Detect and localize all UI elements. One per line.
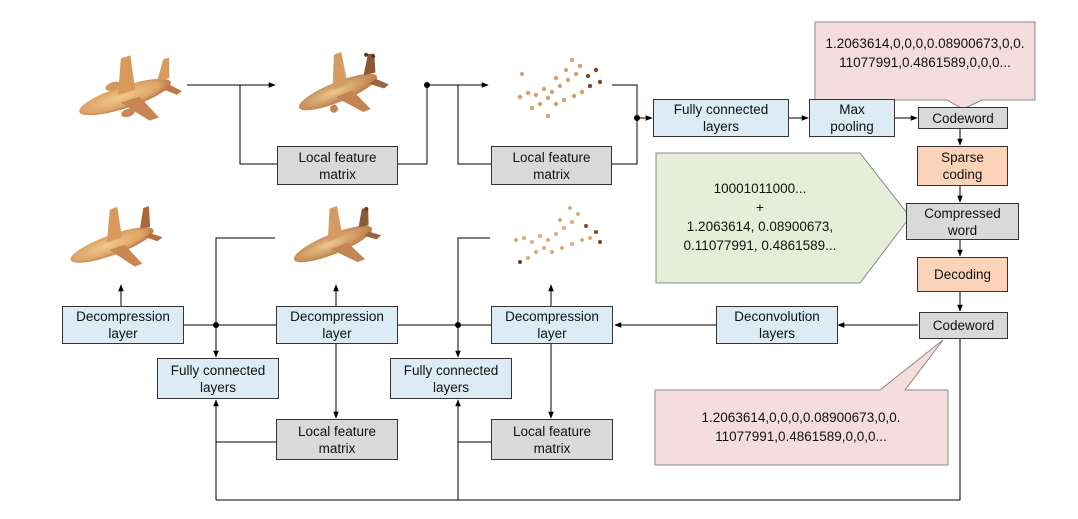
decompression-layer-box-3: Decompression layer <box>491 306 613 344</box>
sparse-coding-box: Sparse coding <box>917 146 1008 186</box>
airplane-reconstructed-output-icon <box>70 206 163 267</box>
fully-connected-layers-box-encoder: Fully connected layers <box>653 99 789 137</box>
bottom-codeword-values: 1.2063614,0,0,0,0.08900673,0,0. 11077991… <box>701 410 901 444</box>
airplane-local-feature-1-icon <box>298 51 389 113</box>
bottom-codeword-callout <box>654 339 949 466</box>
fully-connected-layers-box-decoder-1: Fully connected layers <box>157 358 279 399</box>
top-codeword-values: 1.2063614,0,0,0,0.08900673,0,0. 11077991… <box>825 36 1025 70</box>
compressed-word-values: 10001011000... + 1.2063614, 0.08900673, … <box>683 181 837 253</box>
local-feature-matrix-box-decoder-1: Local feature matrix <box>276 419 398 460</box>
local-feature-matrix-box-decoder-2: Local feature matrix <box>491 419 613 460</box>
airplane-decompression-3-icon <box>514 206 602 264</box>
fully-connected-layers-box-decoder-2: Fully connected layers <box>390 358 512 399</box>
decoding-box: Decoding <box>917 257 1008 292</box>
local-feature-matrix-box-2: Local feature matrix <box>491 146 612 185</box>
decompression-layer-box-1: Decompression layer <box>62 306 184 344</box>
local-feature-matrix-box-1: Local feature matrix <box>277 146 398 185</box>
max-pooling-box: Max pooling <box>809 99 895 137</box>
airplane-input-icon <box>79 55 182 121</box>
compressed-word-callout <box>655 152 911 284</box>
compressed-word-box: Compressed word <box>906 203 1019 240</box>
codeword-box-top: Codeword <box>918 107 1008 129</box>
airplane-local-feature-2-icon <box>517 57 603 119</box>
deconvolution-layers-box: Deconvolution layers <box>716 306 838 344</box>
airplane-decompression-2-icon <box>293 205 382 263</box>
codeword-box-bottom: Codeword <box>919 312 1008 339</box>
decompression-layer-box-2: Decompression layer <box>276 306 398 344</box>
